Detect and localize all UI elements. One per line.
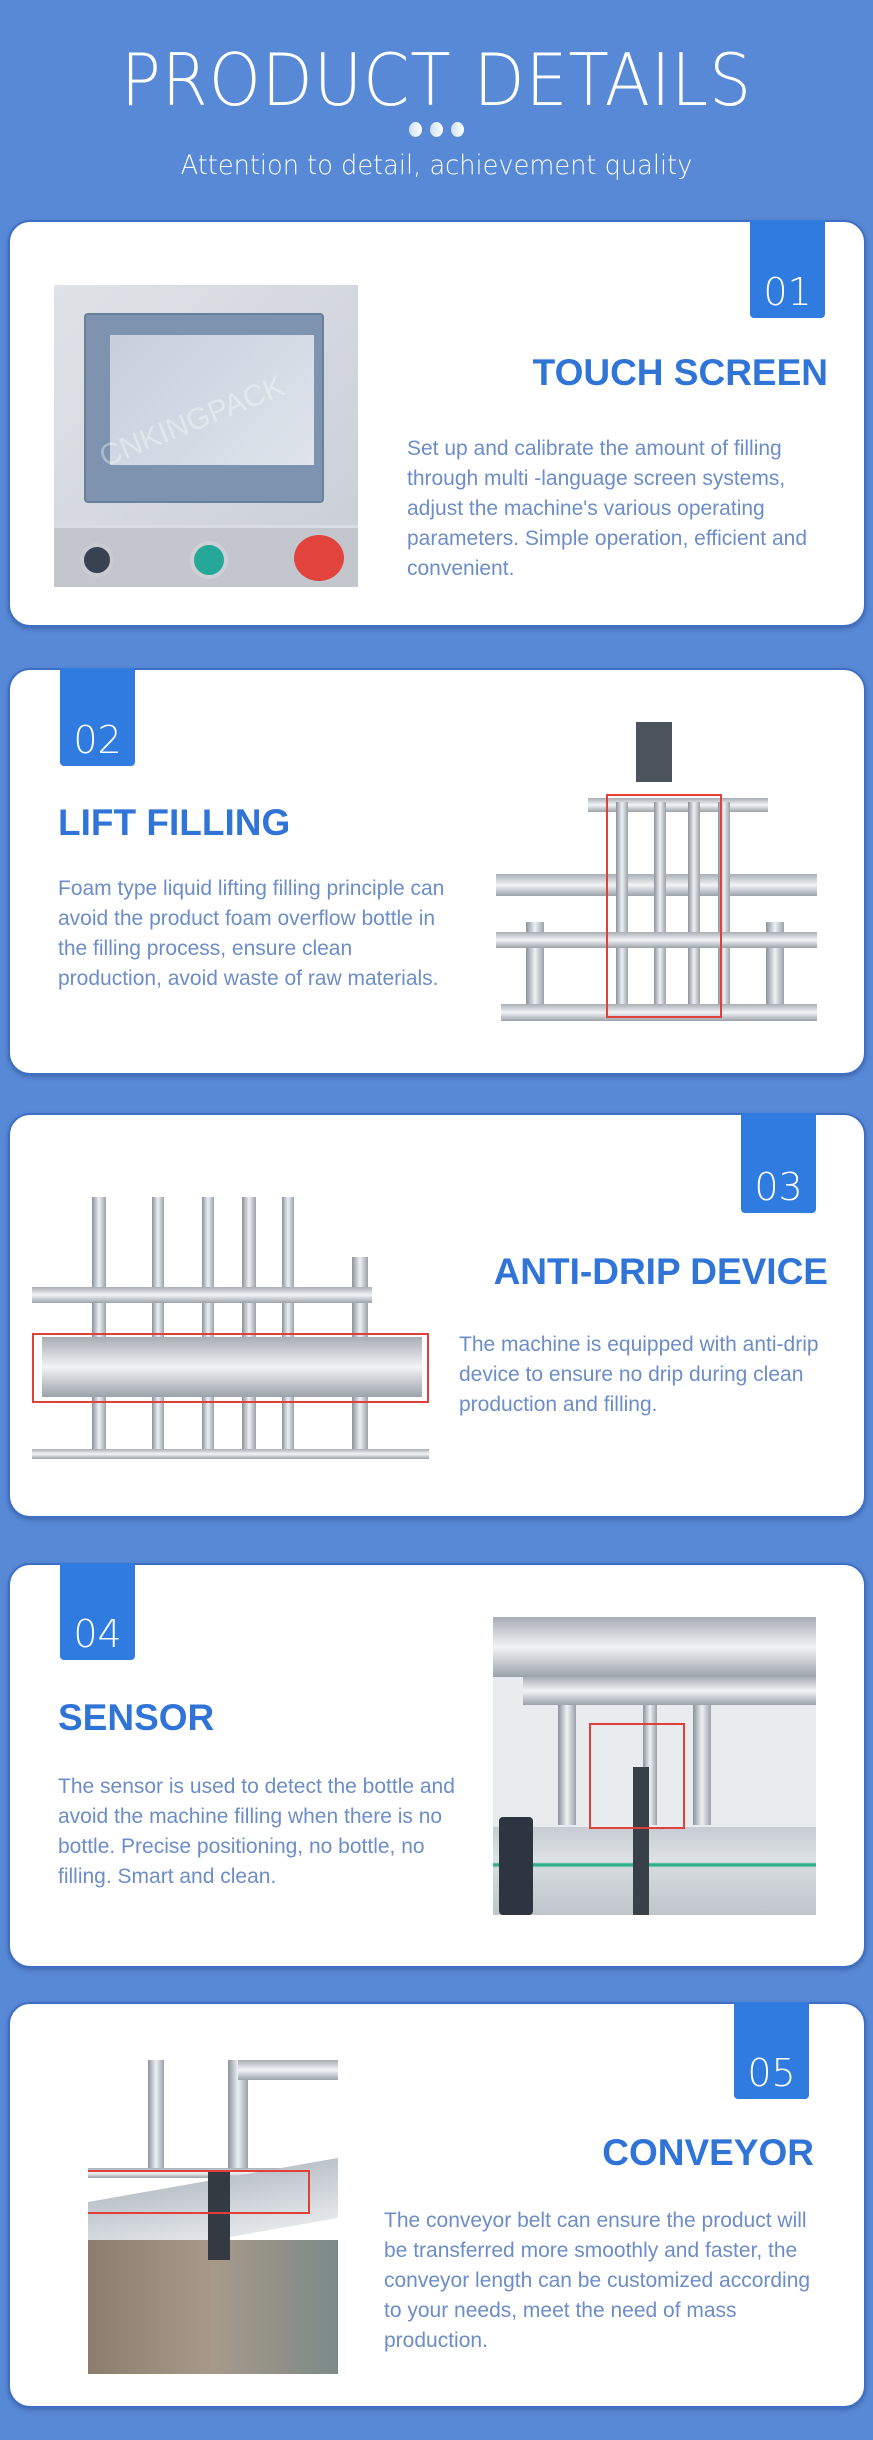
- section-title: TOUCH SCREEN: [532, 352, 828, 393]
- section-title: ANTI-DRIP DEVICE: [493, 1251, 828, 1292]
- section-number-badge: 01: [750, 220, 825, 318]
- section-lift-filling: 02 LIFT FILLING Foam type liquid lifting…: [8, 668, 866, 1075]
- section-title: CONVEYOR: [602, 2132, 814, 2173]
- section-description: Foam type liquid lifting filling princip…: [58, 877, 445, 990]
- section-number-badge: 04: [60, 1563, 135, 1660]
- section-description: The conveyor belt can ensure the product…: [384, 2209, 811, 2352]
- section-description: The machine is equipped with anti-drip d…: [459, 1333, 819, 1416]
- section-sensor: 04 SENSOR The sensor is used to detect t…: [8, 1563, 866, 1968]
- section-number-badge: 03: [741, 1113, 816, 1213]
- lift-filling-image: [496, 722, 817, 1021]
- section-description: The sensor is used to detect the bottle …: [58, 1775, 455, 1888]
- section-number-badge: 02: [60, 668, 135, 766]
- highlight-box: [606, 794, 722, 1018]
- section-title: SENSOR: [58, 1697, 215, 1738]
- highlight-box: [88, 2170, 310, 2214]
- section-conveyor: 05 CONVEYOR The conveyor belt can ensure…: [8, 2002, 866, 2408]
- anti-drip-device-image: [32, 1197, 429, 1459]
- section-anti-drip-device: 03 ANTI-DRIP DEVICE The machine is equip…: [8, 1113, 866, 1518]
- section-description: Set up and calibrate the amount of filli…: [407, 437, 808, 580]
- touch-screen-image: CNKINGPACK: [54, 285, 358, 587]
- decorative-dots: [0, 122, 873, 137]
- highlight-box: [32, 1333, 429, 1403]
- page-subtitle: Attention to detail, achievement quality: [180, 150, 693, 181]
- section-touch-screen: 01 CNKINGPACK TOUCH SCREEN Set up and ca…: [8, 220, 866, 627]
- conveyor-image: [88, 2060, 338, 2374]
- page-title: PRODUCT DETAILS: [120, 38, 753, 122]
- section-title: LIFT FILLING: [58, 802, 291, 843]
- section-number-badge: 05: [734, 2002, 809, 2099]
- sensor-image: [493, 1617, 816, 1915]
- highlight-box: [589, 1723, 685, 1829]
